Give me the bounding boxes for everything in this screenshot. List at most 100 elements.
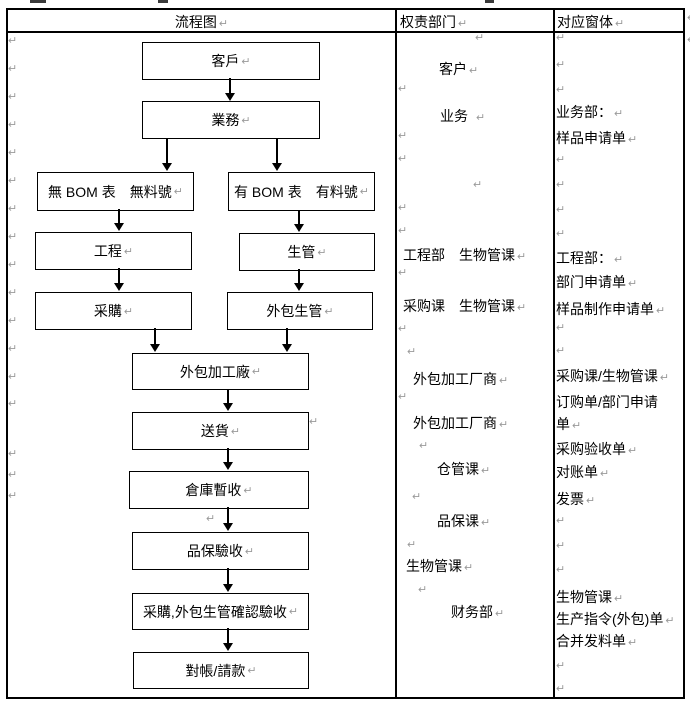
header-form-label: 对应窗体 bbox=[557, 14, 613, 30]
flow-box-label: 送貨 bbox=[200, 423, 229, 439]
pilcrow-icon: ↵ bbox=[8, 231, 18, 243]
pilcrow-icon: ↵ bbox=[556, 540, 566, 552]
pilcrow-icon: ↵ bbox=[586, 495, 596, 507]
pilcrow-icon: ↵ bbox=[418, 584, 428, 596]
pilcrow-icon: ↵ bbox=[475, 32, 485, 44]
pilcrow-icon: ↵ bbox=[398, 267, 408, 279]
pilcrow-icon: ↵ bbox=[556, 154, 566, 166]
pilcrow-icon: ↵ bbox=[556, 179, 566, 191]
form-label: 采购课/生物管课 bbox=[556, 368, 658, 384]
pilcrow-icon: ↵ bbox=[556, 59, 566, 71]
header-flow-column: 流程图↵ bbox=[8, 12, 395, 32]
form-label: 采购验收单 bbox=[556, 441, 626, 457]
pilcrow-icon: ↵ bbox=[218, 18, 229, 30]
pilcrow-icon: ↵ bbox=[687, 13, 690, 24]
form-label: 样品申请单 bbox=[556, 130, 626, 146]
pilcrow-icon: ↵ bbox=[309, 416, 319, 428]
pilcrow-icon: ↵ bbox=[556, 32, 566, 44]
dept-item-outsource-factory-2: 外包加工厂商↵ bbox=[413, 413, 508, 433]
table-border-top bbox=[6, 8, 685, 10]
pilcrow-icon: ↵ bbox=[556, 515, 566, 527]
form-label: 工程部： bbox=[556, 250, 612, 266]
form-item-dept-request: 部门申请单↵ bbox=[556, 272, 637, 292]
pilcrow-icon: ↵ bbox=[398, 130, 408, 142]
pilcrow-icon: ↵ bbox=[600, 468, 610, 480]
pilcrow-icon: ↵ bbox=[8, 91, 18, 103]
flow-arrow bbox=[223, 628, 233, 651]
pilcrow-icon: ↵ bbox=[499, 375, 509, 387]
flow-arrow bbox=[282, 328, 292, 352]
pilcrow-icon: ↵ bbox=[628, 278, 638, 290]
pilcrow-icon: ↵ bbox=[628, 134, 638, 146]
flow-box-label: 工程 bbox=[93, 243, 122, 259]
pilcrow-icon: ↵ bbox=[8, 371, 18, 383]
flow-box-label: 外包加工廠 bbox=[179, 363, 250, 380]
flow-box-reconcile-payment: 對帳/請款↵ bbox=[133, 652, 309, 689]
dept-item-sales: 业务↵ bbox=[440, 106, 485, 126]
dept-label: 品保课 bbox=[437, 513, 479, 529]
form-item-sample-production-request: 样品制作申请单↵ bbox=[556, 299, 665, 319]
pilcrow-icon: ↵ bbox=[556, 84, 566, 96]
pilcrow-icon: ↵ bbox=[8, 287, 18, 299]
pilcrow-icon: ↵ bbox=[206, 513, 216, 525]
pilcrow-icon: ↵ bbox=[251, 366, 262, 378]
pilcrow-icon: ↵ bbox=[499, 419, 509, 431]
dept-item-warehouse: 仓管课↵ bbox=[437, 459, 490, 479]
flow-box-label: 客戶 bbox=[211, 53, 240, 69]
pilcrow-icon: ↵ bbox=[495, 608, 505, 620]
header-flow-label: 流程图 bbox=[174, 14, 217, 30]
flow-arrow bbox=[114, 268, 124, 291]
flow-box-label: 業務 bbox=[211, 112, 240, 128]
pilcrow-icon: ↵ bbox=[556, 204, 566, 216]
form-label: 生物管课 bbox=[556, 589, 612, 605]
pilcrow-icon: ↵ bbox=[656, 305, 666, 317]
dept-label: 外包加工厂商 bbox=[413, 415, 497, 431]
form-item-production-order-outsource: 生产指令(外包)单↵ bbox=[556, 609, 675, 629]
pilcrow-icon: ↵ bbox=[123, 305, 134, 318]
dept-label: 外包加工厂商 bbox=[413, 371, 497, 387]
flow-box-delivery: 送貨↵ bbox=[132, 412, 309, 450]
flow-box-outsource-production-control: 外包生管↵ bbox=[227, 292, 373, 330]
flow-box-purchasing: 采購↵ bbox=[35, 292, 192, 330]
dept-label: 客户 bbox=[439, 61, 467, 77]
pilcrow-icon: ↵ bbox=[398, 323, 408, 335]
dept-item-customer: 客户↵ bbox=[439, 59, 478, 79]
dept-label: 工程部 生物管课 bbox=[403, 247, 515, 263]
pilcrow-icon: ↵ bbox=[8, 259, 18, 271]
dept-item-production-control: 生物管课↵ bbox=[406, 556, 473, 576]
flow-arrow bbox=[114, 209, 124, 231]
form-label: 部门申请单 bbox=[556, 274, 626, 290]
pilcrow-icon: ↵ bbox=[398, 202, 408, 214]
dept-label: 采购课 生物管课 bbox=[403, 298, 515, 314]
pilcrow-icon: ↵ bbox=[8, 315, 18, 327]
pilcrow-icon: ↵ bbox=[8, 119, 18, 131]
form-item-order-dept-request-line2: 单↵ bbox=[556, 414, 581, 434]
form-label: 业务部： bbox=[556, 104, 612, 120]
pilcrow-icon: ↵ bbox=[628, 445, 638, 457]
top-edge-fragment bbox=[485, 0, 494, 3]
pilcrow-icon: ↵ bbox=[324, 305, 334, 318]
header-dept-label: 权责部门 bbox=[400, 14, 456, 30]
flow-box-customer: 客戶↵ bbox=[142, 42, 320, 80]
form-label: 合并发料单 bbox=[556, 633, 626, 649]
top-edge-fragment bbox=[158, 0, 168, 3]
flow-box-label: 采購,外包生管確認驗收 bbox=[142, 603, 287, 620]
dept-label: 财务部 bbox=[451, 604, 493, 620]
flow-box-label: 無 BOM 表 無料號 bbox=[48, 183, 172, 200]
dept-item-qa: 品保课↵ bbox=[437, 511, 490, 531]
dept-label: 仓管课 bbox=[437, 461, 479, 477]
flow-box-label: 外包生管 bbox=[266, 303, 323, 319]
form-item-statement: 对账单↵ bbox=[556, 462, 609, 482]
pilcrow-icon: ↵ bbox=[556, 228, 566, 240]
pilcrow-icon: ↵ bbox=[614, 254, 624, 266]
pilcrow-icon: ↵ bbox=[615, 18, 625, 30]
pilcrow-icon: ↵ bbox=[407, 539, 417, 551]
flow-box-has-bom: 有 BOM 表 有料號↵ bbox=[228, 172, 375, 211]
pilcrow-icon: ↵ bbox=[123, 245, 134, 258]
flow-box-no-bom: 無 BOM 表 無料號↵ bbox=[37, 172, 194, 211]
pilcrow-icon: ↵ bbox=[173, 186, 183, 198]
pilcrow-icon: ↵ bbox=[556, 660, 566, 672]
header-form-column: 对应窗体↵ bbox=[557, 12, 624, 32]
form-label: 对账单 bbox=[556, 464, 598, 480]
